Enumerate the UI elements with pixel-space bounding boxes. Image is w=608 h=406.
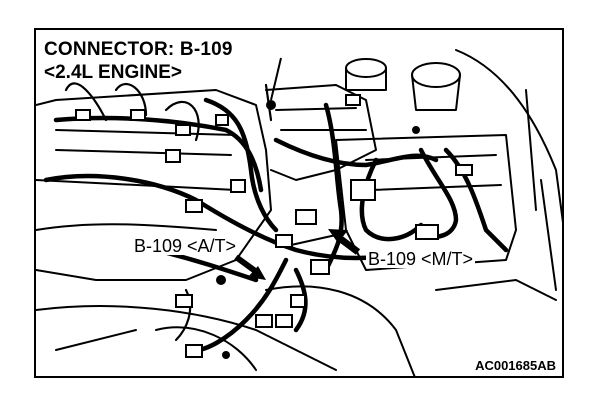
title-leader-line: [270, 57, 282, 101]
callout-at-label: B-109 <A/T>: [132, 236, 239, 256]
figure-code: AC001685AB: [475, 358, 556, 373]
diagram-title: CONNECTOR: B-109: [44, 39, 233, 60]
intake-outline: [265, 84, 377, 181]
mt-arrow: [328, 229, 361, 255]
diagram-frame: CONNECTOR: B-109 <2.4L ENGINE> B-109 <A/…: [34, 28, 564, 378]
connector: [75, 109, 91, 121]
connector: [310, 259, 330, 275]
connector: [175, 294, 193, 308]
diagram-subtitle: <2.4L ENGINE>: [44, 62, 182, 83]
engine-harness-illustration: [36, 49, 562, 376]
connector: [185, 344, 203, 358]
reservoir-cap-right: [411, 62, 461, 88]
harness-main: [43, 173, 389, 261]
connector: [290, 294, 306, 308]
connector: [255, 314, 273, 328]
connector: [185, 199, 203, 213]
connector: [215, 114, 229, 126]
callout-mt-label: B-109 <M/T>: [366, 249, 476, 269]
connector: [175, 124, 191, 136]
connector: [415, 224, 439, 240]
connector: [455, 164, 473, 176]
at-arrow: [234, 254, 266, 280]
connector: [165, 149, 181, 163]
connector: [130, 109, 146, 121]
connector: [275, 314, 293, 328]
connector: [345, 94, 361, 106]
connector: [350, 179, 376, 201]
reservoir-cap-left: [345, 58, 387, 78]
connector: [275, 234, 293, 248]
connector: [230, 179, 246, 193]
connector: [295, 209, 317, 225]
engine-block-outline: [36, 89, 272, 281]
